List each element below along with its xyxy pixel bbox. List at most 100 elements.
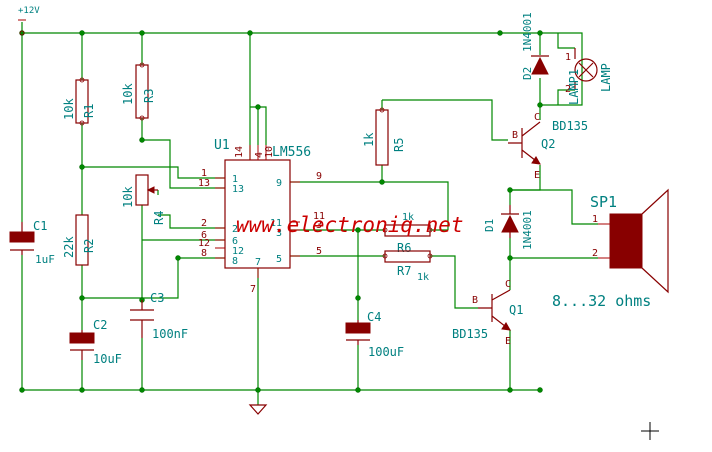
watermark-text: www.electroniq.net (236, 213, 464, 237)
u1-label-6: 6 (232, 236, 238, 247)
u1-pin-3: 3 (316, 220, 322, 231)
u1-label-5: 5 (276, 254, 282, 265)
r7-body (384, 250, 431, 263)
r3-ref: R3 (142, 89, 156, 103)
junction (507, 187, 513, 193)
wire-r3-pin (142, 139, 225, 189)
speaker-pin-2: 2 (592, 248, 598, 259)
diode-d1: D1 1N4001 (483, 205, 534, 250)
u1-pin-1: 1 (201, 168, 207, 179)
u1-label-9: 9 (276, 178, 282, 189)
r4-body (135, 174, 149, 206)
d2-triangle (531, 56, 549, 75)
r7-ref: R7 (397, 264, 411, 278)
d1-value: 1N4001 (521, 210, 534, 250)
terminal (79, 77, 85, 83)
junction (247, 30, 253, 36)
q1-ref: Q1 (509, 303, 523, 317)
wire-d1 (509, 238, 572, 259)
speaker-body (609, 213, 643, 269)
u1-label-2: 2 (232, 224, 238, 235)
speaker-ref: SP1 (590, 193, 617, 211)
terminal (382, 253, 388, 259)
c3-value: 100nF (152, 327, 188, 341)
wire-u1-top (250, 106, 267, 145)
lamp-ref: LAMP1 (567, 69, 581, 105)
wire-r5-top (382, 99, 508, 141)
terminal (19, 30, 25, 36)
r2-value: 22k (62, 236, 76, 258)
q2-pin-b: B (512, 130, 518, 141)
wire-vcc-rail (21, 22, 583, 106)
lamp-value: LAMP (599, 63, 613, 92)
r5-ref: R5 (392, 138, 406, 152)
wire-node-b (82, 257, 225, 299)
c4-plate-fill (345, 322, 371, 334)
junction (79, 295, 85, 301)
r1-value: 10k (62, 98, 76, 120)
r3-value: 10k (121, 83, 135, 105)
junction (79, 387, 85, 393)
speaker-pin-1: 1 (592, 214, 598, 225)
r4-value: 10k (121, 186, 135, 208)
crosshair-cursor-icon (641, 422, 659, 440)
terminal (379, 107, 385, 113)
terminal (139, 62, 145, 68)
resistor-r3: R3 10k (121, 64, 156, 119)
u1-pin-2: 2 (201, 218, 207, 229)
r6-ref: R6 (397, 241, 411, 255)
potentiometer-r4: R4 10k (121, 174, 166, 225)
capacitor-c4: C4 100uF (345, 310, 404, 359)
junction (507, 387, 513, 393)
wire-out5 (290, 255, 478, 309)
r4-wiper-arrow (146, 186, 155, 194)
q1-pin-c: C (505, 279, 511, 290)
supply-text: +12V (18, 6, 40, 16)
speaker-cone-icon (641, 188, 669, 294)
junction (355, 387, 361, 393)
speaker-value: 8...32 ohms (552, 292, 651, 310)
terminal (427, 227, 433, 233)
r5-value: 1k (362, 132, 376, 147)
r6-value: 1k (402, 212, 414, 223)
u1-pin-14: 14 (234, 146, 245, 158)
junction (79, 164, 85, 170)
resistor-r5: R5 1k (362, 109, 406, 166)
speaker-sp1: SP1 8...32 ohms 1 2 (552, 188, 669, 310)
q2-emitter-arrow (531, 156, 541, 165)
u1-pin-13: 13 (198, 178, 210, 189)
capacitor-c1: C1 1uF (9, 219, 55, 266)
capacitor-c2: C2 10uF (69, 318, 122, 366)
u1-right-pins (290, 181, 300, 257)
c2-value: 10uF (93, 352, 122, 366)
lamp-pin-2: 2 (565, 84, 571, 95)
d1-ref: D1 (483, 219, 496, 232)
r5-body (375, 109, 389, 166)
u1-label-1: 1 (232, 174, 238, 185)
junction (497, 30, 503, 36)
junction (355, 227, 361, 233)
junction (139, 137, 145, 143)
r7-value: 1k (417, 272, 429, 283)
c1-value: 1uF (35, 253, 55, 266)
junction (79, 30, 85, 36)
d1-bar (501, 205, 519, 238)
q1-value: BD135 (452, 327, 488, 341)
u1-ref: U1 (214, 138, 230, 153)
u1-pin-5: 5 (316, 246, 322, 257)
wire-sp-top (510, 189, 598, 225)
r6-body (384, 224, 431, 237)
u1-label-13: 13 (232, 184, 244, 195)
u1-left-pins (215, 177, 225, 259)
junction (537, 30, 543, 36)
junction (537, 387, 543, 393)
capacitor-c3: C3 100nF (130, 291, 188, 341)
d2-ref: D2 (521, 67, 534, 80)
junction (537, 102, 543, 108)
u1-label-3: 3 (276, 228, 282, 239)
u1-value: LM556 (272, 145, 311, 160)
d2-value: 1N4001 (521, 12, 534, 52)
junction (355, 295, 361, 301)
u1-top-pins (249, 145, 267, 160)
q2-value: BD135 (552, 119, 588, 133)
